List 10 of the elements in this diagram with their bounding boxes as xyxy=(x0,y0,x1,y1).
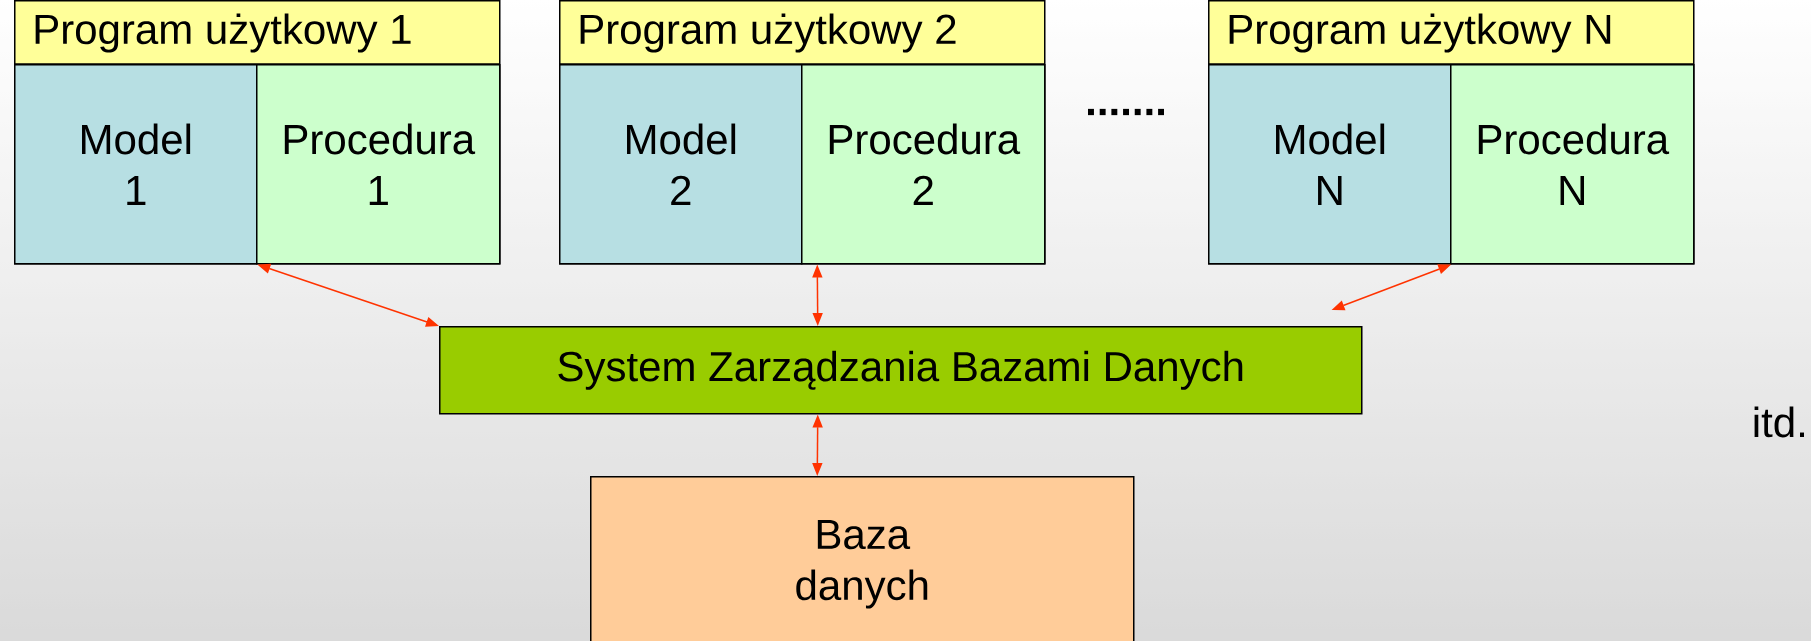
model-cell: Model 2 xyxy=(559,64,803,265)
model-cell: Model N xyxy=(1208,64,1452,265)
ellipsis-dots: ....... xyxy=(1088,108,1164,116)
procedure-cell: Procedura 2 xyxy=(801,64,1046,265)
dbms-box: System Zarządzania Bazami Danych xyxy=(439,326,1363,415)
note-text: itd. xyxy=(1754,406,1804,438)
procedure-cell: Procedura 1 xyxy=(256,64,501,265)
model-cell: Model 1 xyxy=(14,64,258,265)
procedure-cell: Procedura N xyxy=(1450,64,1695,265)
database-box: Baza danych xyxy=(590,476,1135,641)
